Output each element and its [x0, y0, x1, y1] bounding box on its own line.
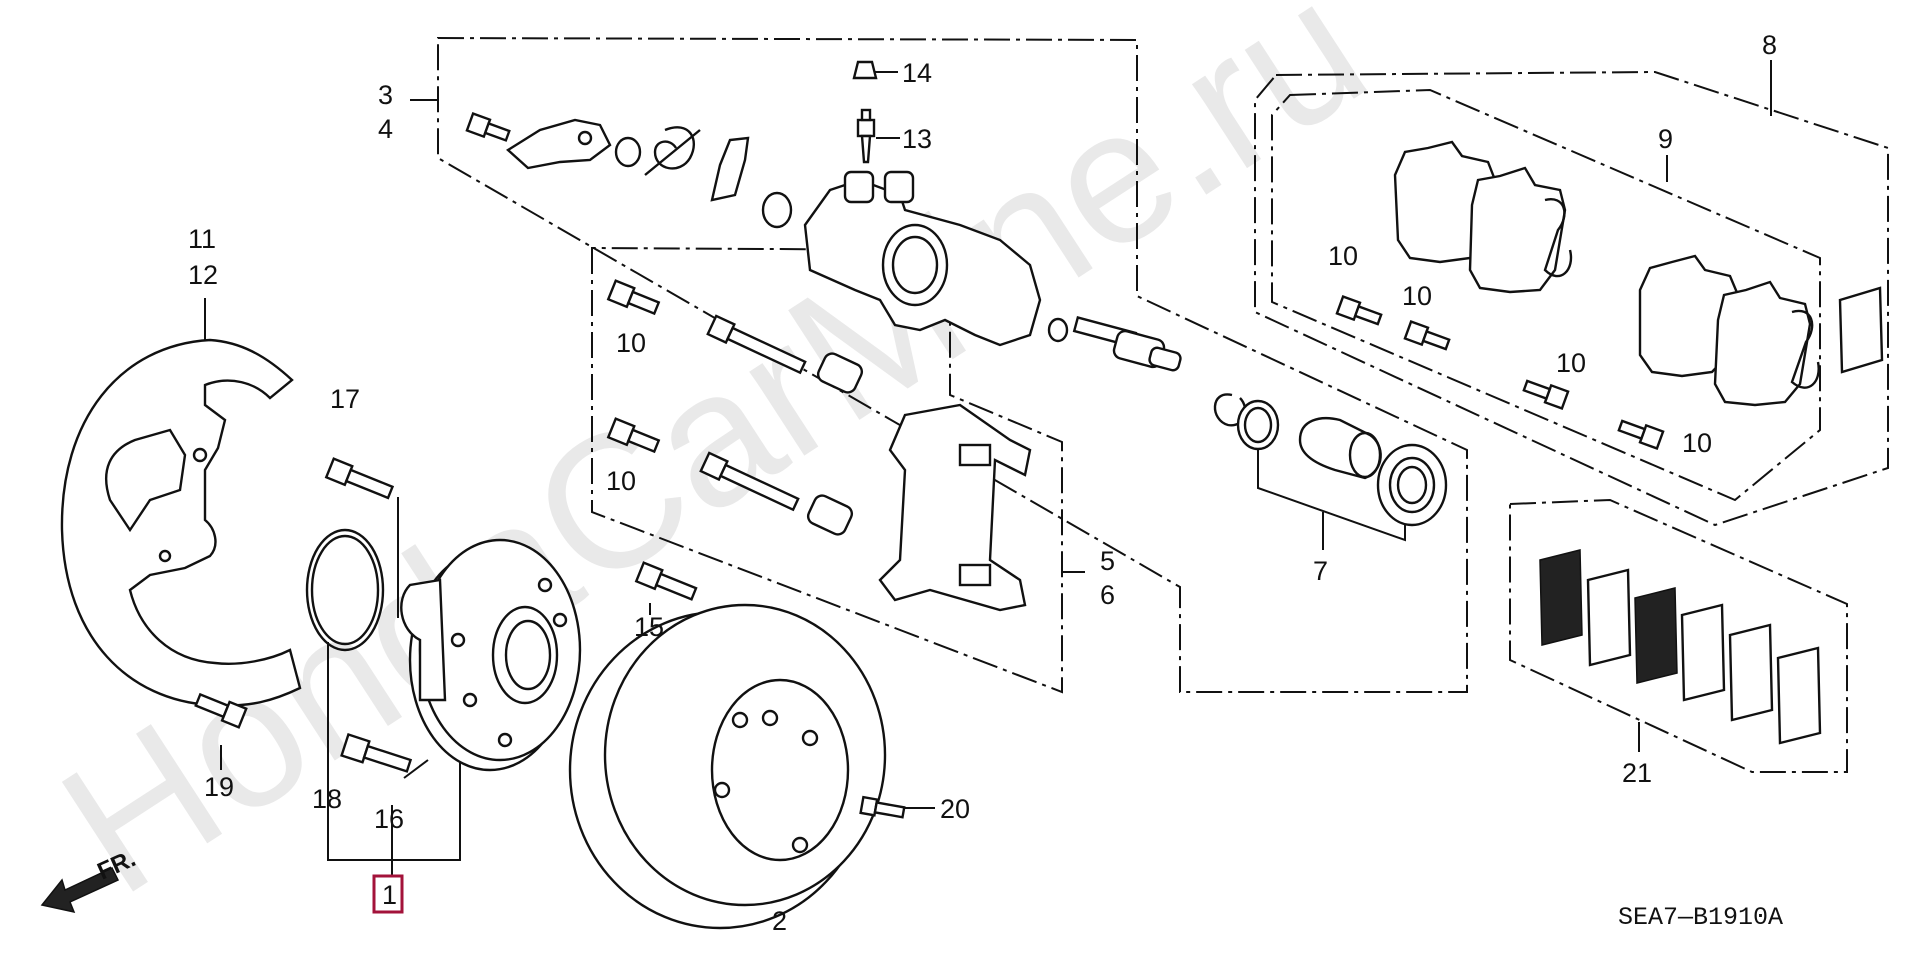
- o-ring-18: [305, 528, 385, 652]
- pad-shim-set: [1539, 549, 1822, 745]
- hub-bolt-16: [340, 733, 413, 773]
- label-14: 14: [902, 58, 932, 88]
- bolt-10-lower: [606, 417, 661, 454]
- bleeder-screw-13: [856, 108, 876, 164]
- bolt-10-pad-c: [1522, 379, 1570, 410]
- highlight-box-part-1[interactable]: [372, 874, 404, 914]
- guide-pin-upper: [706, 314, 807, 375]
- piston: [1298, 417, 1382, 480]
- bleeder-cap-14: [852, 60, 878, 80]
- label-17: 17: [330, 384, 360, 414]
- part-labels: 1 2 3 4 5 6 7 8 9 10 10 10 10 10 10 11 1…: [188, 30, 1777, 936]
- label-9: 9: [1658, 124, 1673, 154]
- label-4: 4: [378, 114, 393, 144]
- label-13: 13: [902, 124, 932, 154]
- label-10c: 10: [1328, 241, 1358, 271]
- guide-pin-lower: [699, 451, 800, 512]
- label-11: 11: [188, 224, 216, 254]
- label-6: 6: [1100, 580, 1115, 610]
- label-18: 18: [312, 784, 342, 814]
- hub-bearing-assembly: [400, 538, 582, 772]
- label-10d: 10: [1402, 281, 1432, 311]
- bolt-15: [634, 561, 698, 601]
- pin-boot-upper: [816, 352, 864, 394]
- label-5: 5: [1100, 546, 1115, 576]
- label-21: 21: [1622, 758, 1652, 788]
- brake-pad-set-lower: [1638, 254, 1820, 407]
- caliper-body: [803, 170, 1042, 347]
- piston-boot: [1376, 443, 1448, 527]
- label-15: 15: [634, 612, 664, 642]
- label-10f: 10: [1682, 428, 1712, 458]
- label-10b: 10: [606, 466, 636, 496]
- label-19: 19: [204, 772, 234, 802]
- label-16: 16: [374, 804, 404, 834]
- bolt-10-pad-d: [1617, 419, 1665, 450]
- bolt-17: [324, 457, 395, 500]
- bolt-19: [194, 692, 248, 729]
- caliper-bracket: [878, 403, 1032, 612]
- pad-shim-square: [1838, 286, 1884, 374]
- screw-20: [859, 795, 906, 819]
- label-10e: 10: [1556, 348, 1586, 378]
- label-3: 3: [378, 80, 393, 110]
- label-20: 20: [940, 794, 970, 824]
- label-8: 8: [1762, 30, 1777, 60]
- label-10a: 10: [616, 328, 646, 358]
- bolt-10-pad-b: [1403, 320, 1451, 351]
- splash-shield: [60, 338, 302, 707]
- label-1: 1: [382, 880, 397, 910]
- bolt-10-pad-a: [1335, 295, 1383, 326]
- label-7: 7: [1313, 556, 1328, 586]
- piston-seal: [1236, 399, 1280, 451]
- pin-boot-lower: [806, 494, 854, 536]
- brake-pad-set-upper: [1393, 140, 1573, 294]
- label-12: 12: [188, 260, 218, 290]
- label-2: 2: [772, 906, 787, 936]
- parking-brake-parts: [465, 112, 793, 229]
- bolt-10-upper: [606, 279, 661, 316]
- diagram-code: SEA7—B1910A: [1618, 903, 1783, 932]
- lever-shaft: [1047, 316, 1182, 372]
- brake-disc: [568, 603, 887, 930]
